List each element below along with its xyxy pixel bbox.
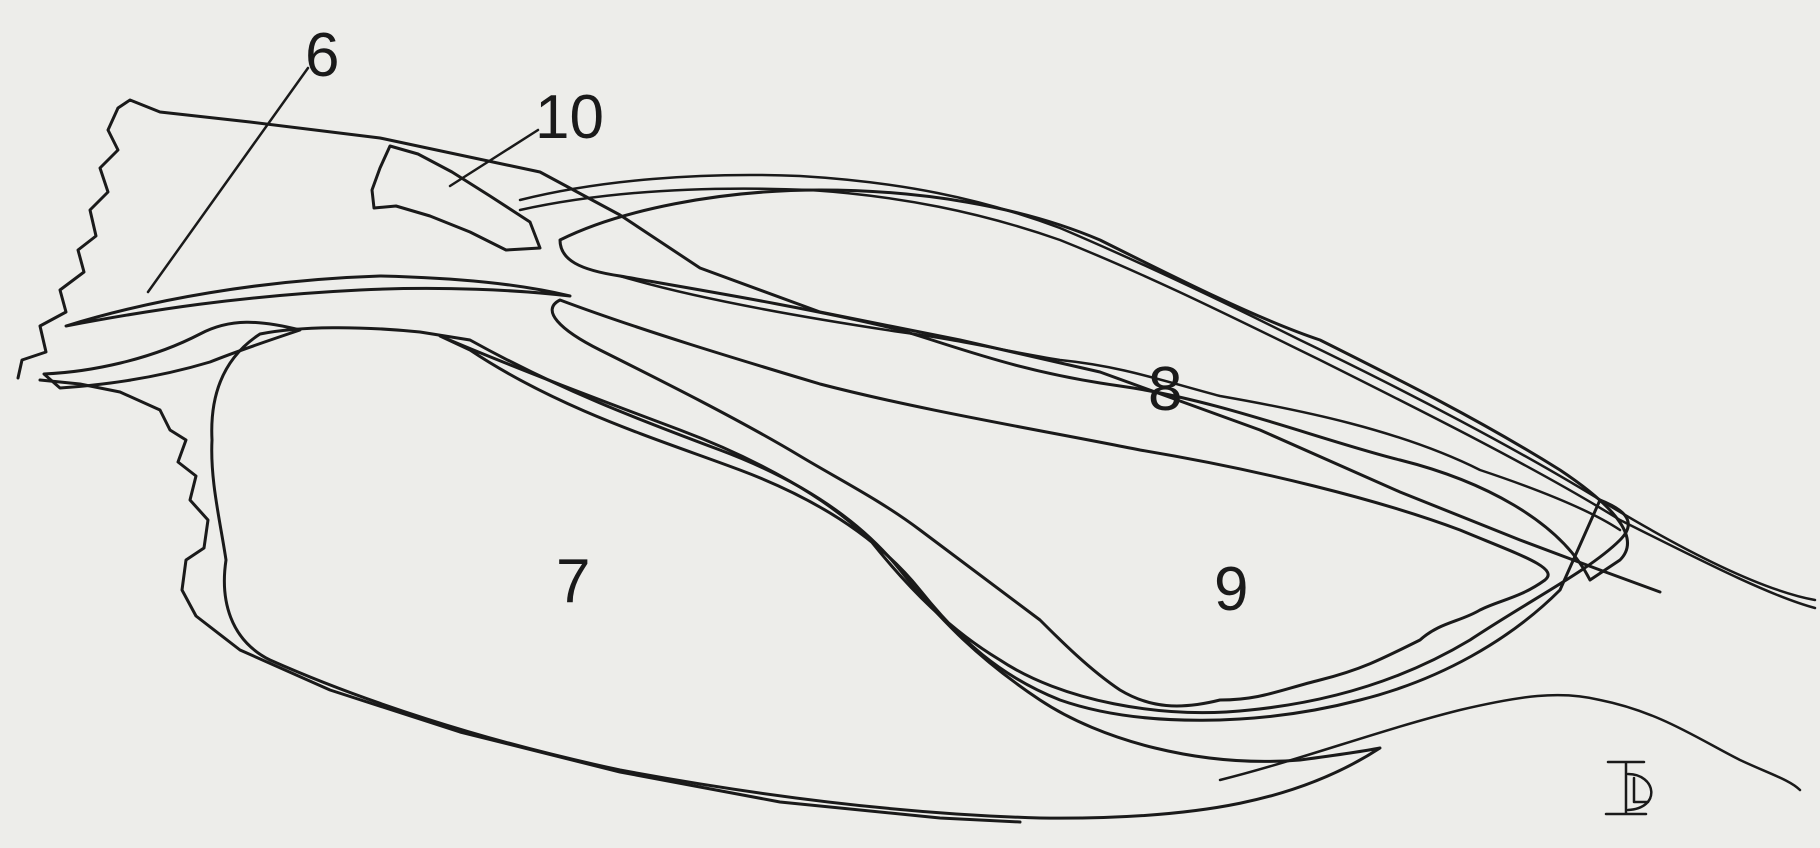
leader-6 xyxy=(148,68,308,292)
structure-10 xyxy=(372,146,540,250)
label-10: 10 xyxy=(535,83,604,152)
region-8-inner-line xyxy=(620,276,1620,530)
label-8: 8 xyxy=(1148,355,1182,424)
label-7: 7 xyxy=(556,547,590,616)
left-sliver xyxy=(44,322,300,388)
label-9: 9 xyxy=(1214,555,1248,624)
band-lower xyxy=(440,336,1628,720)
leader-10 xyxy=(450,130,538,186)
lower-right-curve xyxy=(1220,695,1800,790)
region-7 xyxy=(212,328,1380,818)
left-lower-edge xyxy=(40,380,1020,822)
signature-monogram xyxy=(1606,762,1651,814)
region-8 xyxy=(560,190,1628,580)
structure-6 xyxy=(66,276,570,326)
label-6: 6 xyxy=(305,21,339,90)
